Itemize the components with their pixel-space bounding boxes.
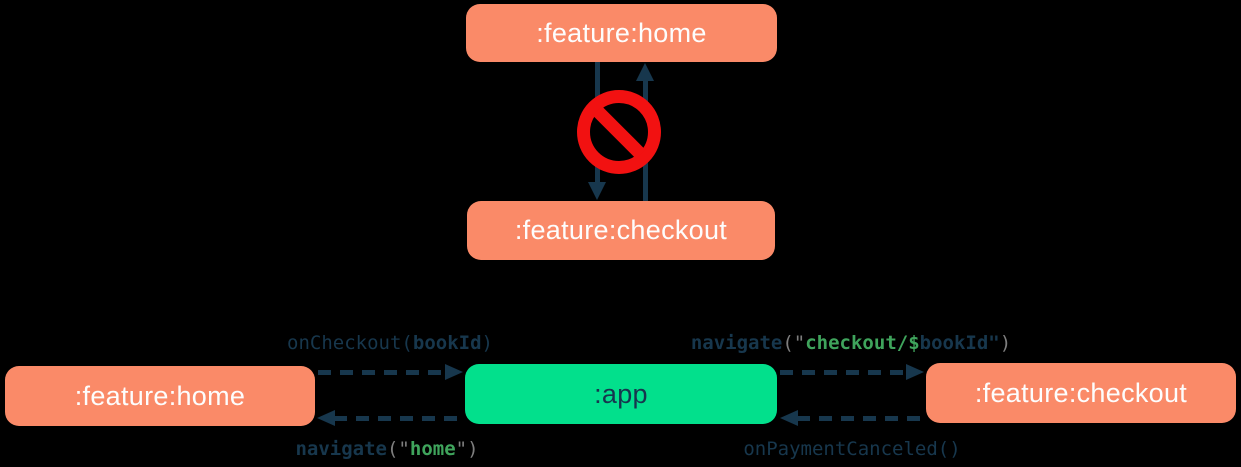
- code-token: onPaymentCanceled(): [743, 438, 961, 460]
- code-token: (": [782, 332, 806, 354]
- top-box-feature-checkout-label: :feature:checkout: [514, 215, 728, 245]
- top-box-feature-home-label: :feature:home: [536, 17, 707, 48]
- code-token: ): [999, 332, 1012, 354]
- arrowhead-up-icon: [636, 63, 654, 81]
- no-entry-slash: [592, 105, 646, 159]
- arrowhead-right-icon: [445, 364, 463, 380]
- arrowhead-left-icon: [317, 410, 335, 426]
- code-label-oncheckout: onCheckout(bookId): [287, 332, 493, 354]
- dashed-line: [780, 370, 908, 375]
- dashed-line: [797, 416, 925, 421]
- top-box-feature-checkout: :feature:checkout: [467, 201, 775, 260]
- bottom-box-app: :app: [465, 364, 777, 424]
- code-token: checkout/$: [805, 332, 920, 354]
- no-entry-icon: [577, 90, 661, 174]
- code-label-navigate-checkout: navigate("checkout/$bookId"): [691, 332, 1011, 354]
- code-token: bookId: [412, 332, 482, 354]
- code-label-navigate-home: navigate("home"): [295, 438, 478, 460]
- bottom-box-app-label: :app: [594, 378, 648, 409]
- code-token: "): [455, 438, 479, 460]
- arrowhead-down-icon: [588, 182, 606, 200]
- dashed-line: [318, 370, 446, 375]
- code-label-onpaymentcanceled: onPaymentCanceled(): [743, 438, 960, 460]
- code-token: (": [386, 438, 410, 460]
- code-token: bookId": [919, 332, 1000, 354]
- bottom-box-feature-checkout: :feature:checkout: [926, 363, 1236, 423]
- top-box-feature-home: :feature:home: [466, 4, 777, 62]
- arrowhead-right-icon: [906, 364, 924, 380]
- code-token: ): [481, 332, 493, 354]
- arrowhead-left-icon: [780, 410, 798, 426]
- code-token: navigate: [295, 438, 387, 460]
- dashed-line: [334, 416, 462, 421]
- bottom-box-feature-home: :feature:home: [5, 366, 315, 426]
- code-token: onCheckout(: [287, 332, 413, 354]
- bottom-box-feature-checkout-label: :feature:checkout: [974, 377, 1188, 408]
- code-token: navigate: [690, 332, 783, 354]
- code-token: home: [409, 438, 456, 460]
- bottom-box-feature-home-label: :feature:home: [74, 380, 246, 411]
